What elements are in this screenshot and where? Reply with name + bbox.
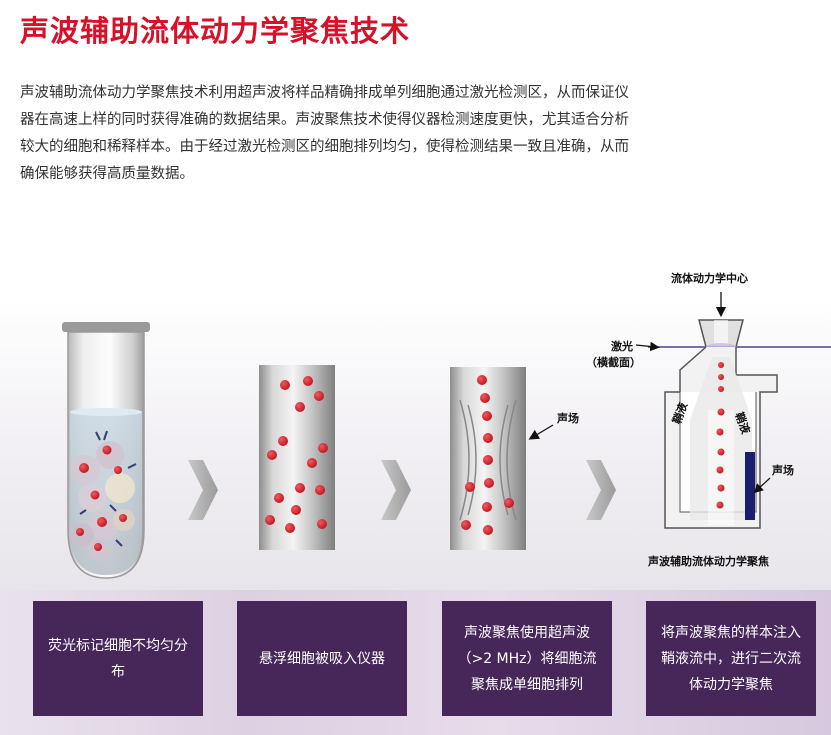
step-caption-1: 荧光标记细胞不均匀分布 <box>33 601 203 716</box>
acoustic-field-label-1: 声场 <box>556 411 579 425</box>
step-caption-4: 将声波聚焦的样本注入鞘液流中，进行二次流体动力学聚焦 <box>646 601 816 716</box>
arrow-icon <box>635 341 660 352</box>
step-caption-2: 悬浮细胞被吸入仪器 <box>237 601 407 716</box>
page-title: 声波辅助流体动力学聚焦技术 <box>20 14 411 48</box>
cell-cluster <box>70 430 137 561</box>
sample-tube-random <box>259 365 335 550</box>
chevron-right-icon <box>586 460 616 520</box>
step-caption-3: 声波聚焦使用超声波（>2 MHz）将细胞流聚焦成单细胞排列 <box>442 601 612 716</box>
flow-cell-caption: 声波辅助流体动力学聚焦 <box>647 554 769 568</box>
flow-cell-diagram <box>635 292 831 529</box>
process-illustration: 声场 流体动力学中心 激光 （横截面） 鞘液 鞘液 声场 声波辅助流体动力学聚焦 <box>62 271 831 579</box>
intro-paragraph: 声波辅助流体动力学聚焦技术利用超声波将样品精确排成单列细胞通过激光检测区，从而保… <box>20 85 629 182</box>
test-tube <box>62 322 150 579</box>
chevron-right-icon <box>381 460 411 520</box>
arrow-icon <box>753 477 771 494</box>
acoustic-field-label-2: 声场 <box>771 463 794 477</box>
chevron-right-icon <box>188 460 218 520</box>
hydro-center-label: 流体动力学中心 <box>671 271 748 285</box>
laser-sub-label: （横截面） <box>586 355 641 369</box>
laser-label: 激光 <box>611 339 633 353</box>
arrow-icon <box>528 424 554 440</box>
sample-tube-acoustic <box>450 367 554 550</box>
